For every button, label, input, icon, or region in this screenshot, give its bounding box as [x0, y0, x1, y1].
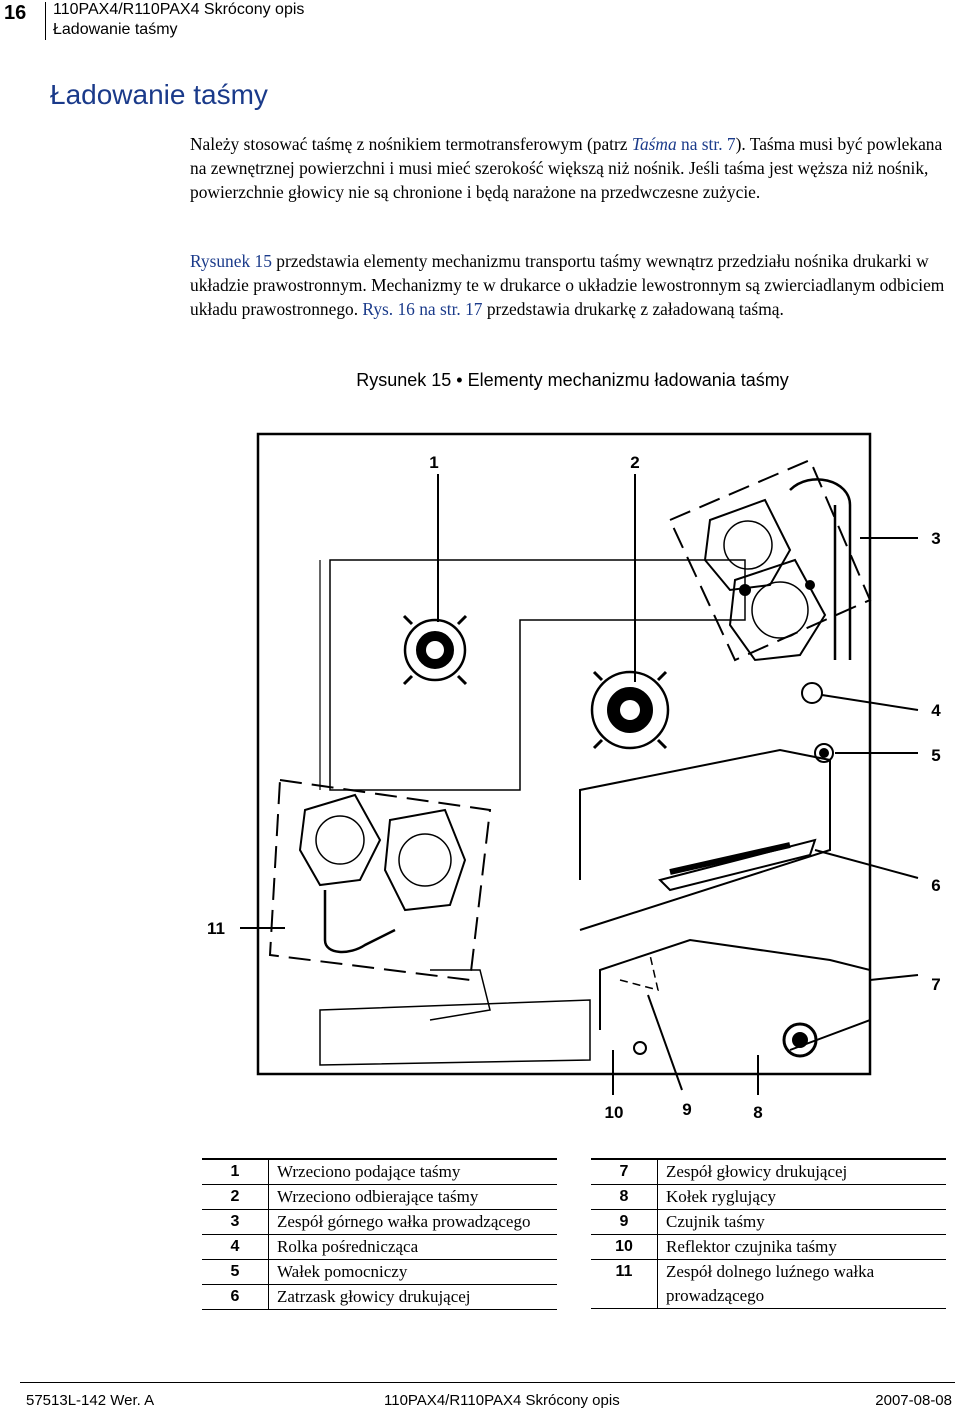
callout-9: 9: [682, 1100, 691, 1119]
center-plate: [329, 559, 746, 791]
legend-text: Zespół górnego wałka prowadzącego: [277, 1212, 531, 1231]
legend-text: Zespół dolnego luźnego wałka prowadząceg…: [666, 1262, 875, 1305]
legend-text: Rolka pośrednicząca: [277, 1237, 419, 1256]
ribbon-sensor-reflector: [633, 1041, 647, 1055]
para2-text-b: przedstawia elementy mechanizmu transpor…: [190, 251, 945, 320]
callout-3: 3: [931, 529, 940, 548]
legend-row: 3 Zespół górnego wałka prowadzącego: [202, 1209, 557, 1235]
idler-roller: [801, 682, 823, 704]
legend-row: 1 Wrzeciono podające taśmy: [202, 1159, 557, 1185]
section-title: Ładowanie taśmy: [50, 79, 268, 110]
footer-doc-title: 110PAX4/R110PAX4 Skrócony opis: [384, 1392, 620, 1409]
locking-pin: [782, 1022, 818, 1058]
leader-7: [869, 974, 919, 981]
link-figure-16[interactable]: Rys. 16 na str. 17: [362, 299, 483, 320]
link-tasma[interactable]: Taśma: [631, 134, 677, 154]
footer-date: 2007-08-08: [875, 1392, 952, 1409]
printhead-assembly: [599, 938, 871, 1051]
ribbon-mechanism-diagram: 1 2 3 4 5 6 7 8 9 10 11: [207, 432, 941, 1122]
takeup-spindle: [590, 670, 670, 750]
header-section: Ładowanie taśmy: [53, 21, 178, 38]
legend-row: 5 Wałek pomocniczy: [202, 1259, 557, 1285]
callout-10: 10: [605, 1103, 624, 1122]
legend-table-left: 1 Wrzeciono podające taśmy 2 Wrzeciono odb…: [202, 1158, 557, 1310]
legend-text: Wałek pomocniczy: [277, 1262, 408, 1281]
legend-row: 2 Wrzeciono odbierające taśmy: [202, 1184, 557, 1210]
frame-outline: [256, 432, 872, 1076]
legend-text: Kołek ryglujący: [666, 1187, 776, 1206]
legend-number: 5: [202, 1259, 269, 1285]
legend-number: 3: [202, 1209, 269, 1235]
callout-6: 6: [931, 876, 940, 895]
link-figure-15[interactable]: Rysunek 15: [190, 251, 272, 271]
legend-row: 10 Reflektor czujnika taśmy: [591, 1234, 946, 1260]
lower-dancer-assembly: [298, 793, 467, 954]
paragraph-figure-description: Rysunek 15 przedstawia elementy mechaniz…: [190, 249, 955, 322]
auxiliary-roller-hub: [819, 748, 829, 758]
legend-text: Zatrzask głowicy drukującej: [277, 1287, 471, 1306]
printhead-latch-lever: [658, 838, 817, 892]
legend-number: 11: [591, 1259, 658, 1309]
para1-text-d: ). Taśma musi być powlekana na zewnętrzn…: [190, 134, 943, 203]
leader-9: [647, 994, 683, 1091]
footer-divider: [20, 1382, 955, 1383]
auxiliary-roller: [814, 743, 834, 763]
callout-2: 2: [630, 453, 639, 472]
legend-number: 4: [202, 1234, 269, 1260]
legend-number: 2: [202, 1184, 269, 1210]
legend-number: 6: [202, 1284, 269, 1310]
para1-text-a: Należy stosować taśmę z nośnikiem termot…: [190, 134, 632, 154]
callout-4: 4: [931, 701, 941, 720]
lower-bracket: [429, 969, 491, 1021]
legend-row: 6 Zatrzask głowicy drukującej: [202, 1284, 557, 1310]
callout-8: 8: [753, 1103, 762, 1122]
para2-text-d: przedstawia drukarkę z załadowaną taśmą.: [482, 299, 784, 320]
footer-part-number: 57513L-142 Wer. A: [26, 1392, 155, 1409]
supply-spindle: [402, 614, 468, 686]
legend-table-right: 7 Zespół głowicy drukującej 8 Kołek rygluj…: [591, 1158, 946, 1309]
paragraph-ribbon-requirements: Należy stosować taśmę z nośnikiem termot…: [190, 132, 955, 205]
legend-number: 9: [591, 1209, 658, 1235]
legend-number: 7: [591, 1159, 658, 1185]
callout-7: 7: [931, 975, 940, 994]
callout-1: 1: [429, 453, 438, 472]
legend-row: 4 Rolka pośrednicząca: [202, 1234, 557, 1260]
leader-6: [814, 849, 919, 879]
lower-plate: [319, 999, 591, 1066]
legend-row: 8 Kołek ryglujący: [591, 1184, 946, 1210]
ribbon-sensor-path: [619, 954, 660, 992]
legend-row: 7 Zespół głowicy drukującej: [591, 1159, 946, 1185]
header-doc-title: 110PAX4/R110PAX4 Skrócony opis: [53, 1, 305, 18]
legend-text: Reflektor czujnika taśmy: [666, 1237, 837, 1256]
upper-dancer-assembly: [703, 478, 852, 662]
callout-11: 11: [207, 919, 225, 938]
header-divider: [45, 2, 46, 40]
figure-caption: Rysunek 15 • Elementy mechanizmu ładowan…: [356, 370, 789, 390]
legend-text: Wrzeciono podające taśmy: [277, 1162, 461, 1181]
leader-4: [821, 694, 919, 711]
link-page-7[interactable]: na str. 7: [676, 134, 736, 154]
legend-text: Czujnik taśmy: [666, 1212, 765, 1231]
legend-number: 10: [591, 1234, 658, 1260]
legend-row: 9 Czujnik taśmy: [591, 1209, 946, 1235]
legend-number: 1: [202, 1159, 269, 1185]
locking-pin-core: [792, 1032, 808, 1048]
printhead-latch-body: [579, 748, 831, 931]
callout-5: 5: [931, 746, 940, 765]
legend-text: Wrzeciono odbierające taśmy: [277, 1187, 479, 1206]
legend-text: Zespół głowicy drukującej: [666, 1162, 848, 1181]
latch-slot: [669, 842, 791, 875]
lower-dancer-dashed: [268, 778, 492, 982]
upper-dancer-dashed: [668, 458, 872, 662]
page-number: 16: [4, 2, 27, 24]
legend-number: 8: [591, 1184, 658, 1210]
